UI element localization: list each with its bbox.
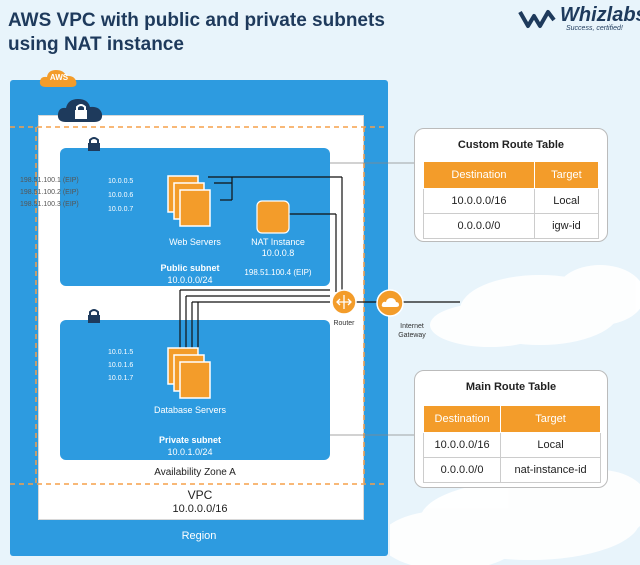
title-line-2: using NAT instance: [8, 34, 184, 55]
custom-rt-cell: 0.0.0.0/0: [423, 213, 535, 239]
eip-3: 198.51.100.3 (EIP): [20, 201, 79, 208]
logo-tagline: Success, certified!: [566, 25, 623, 32]
web-ip-2: 10.0.0.6: [108, 192, 134, 199]
public-subnet-lock-icon: [88, 137, 100, 151]
custom-rt-cell: Local: [533, 188, 600, 214]
web-ip-3: 10.0.0.7: [108, 206, 134, 213]
custom-rt-header-target: Target: [533, 161, 600, 189]
aws-badge-label: AWS: [49, 73, 69, 82]
main-rt-header-destination: Destination: [422, 405, 502, 433]
main-rt-cell: 0.0.0.0/0: [422, 457, 502, 483]
private-subnet-label: Private subnet: [158, 435, 222, 445]
table-row: 0.0.0.0/0 nat-instance-id: [422, 457, 601, 483]
main-route-table: Main Route Table Destination Target 10.0…: [414, 370, 608, 488]
custom-rt-cell: 10.0.0.0/16: [423, 188, 535, 214]
nat-instance-icon: [256, 200, 290, 234]
title-line-1: AWS VPC with public and private subnets: [8, 10, 385, 31]
aws-cloud-icon: [39, 70, 77, 87]
nat-instance-info: NAT Instance 10.0.0.8: [236, 237, 320, 259]
table-row: 0.0.0.0/0 igw-id: [423, 213, 600, 239]
db-ip-2: 10.0.1.6: [108, 362, 134, 369]
nat-instance-ip: 10.0.0.8: [261, 248, 295, 258]
internet-gateway-label: Internet Gateway: [398, 323, 426, 339]
router-label: Router: [333, 320, 355, 327]
whizlabs-logo-icon: [518, 10, 556, 28]
custom-rt-header-destination: Destination: [423, 161, 535, 189]
main-route-table-title: Main Route Table: [465, 381, 557, 393]
table-row: 10.0.0.0/16 Local: [423, 188, 600, 214]
db-ip-list: 10.0.1.5 10.0.1.6 10.0.1.7: [108, 346, 133, 385]
eip-1: 198.51.100.1 (EIP): [20, 177, 79, 184]
custom-route-table-grid: Destination Target 10.0.0.0/16 Local 0.0…: [423, 161, 600, 239]
availability-zone-label: Availability Zone A: [154, 467, 236, 478]
custom-route-table-title: Custom Route Table: [457, 139, 565, 151]
custom-route-table: Custom Route Table Destination Target 10…: [414, 128, 608, 242]
web-ip-1: 10.0.0.5: [108, 178, 134, 185]
vpc-cloud-lock-icon: [57, 99, 103, 122]
nat-instance-label: NAT Instance: [251, 237, 305, 247]
background-clouds: [390, 265, 640, 565]
vpc-label: VPC: [187, 488, 213, 502]
database-servers-icon: [167, 347, 211, 399]
table-row: 10.0.0.0/16 Local: [422, 432, 601, 458]
main-route-table-grid: Destination Target 10.0.0.0/16 Local 0.0…: [422, 405, 601, 483]
private-subnet-lock-icon: [88, 309, 100, 323]
web-ip-list: 10.0.0.5 10.0.0.6 10.0.0.7: [108, 175, 133, 217]
eip-list: 198.51.100.1 (EIP) 198.51.100.2 (EIP) 19…: [20, 175, 79, 211]
private-subnet-cidr: 10.0.1.0/24: [167, 447, 213, 457]
logo-word: Whizlabs: [560, 4, 640, 26]
database-servers-label: Database Servers: [153, 405, 227, 415]
web-servers-label: Web Servers: [169, 237, 221, 247]
region-label: Region: [181, 530, 217, 542]
diagram-title: AWS VPC with public and private subnets …: [8, 9, 385, 57]
internet-gateway-icon: [376, 289, 404, 317]
eip-2: 198.51.100.2 (EIP): [20, 189, 79, 196]
public-subnet-cidr: 10.0.0.0/24: [167, 275, 213, 285]
public-subnet-label: Public subnet: [160, 263, 220, 273]
main-rt-cell: Local: [500, 432, 601, 458]
main-rt-cell: 10.0.0.0/16: [422, 432, 502, 458]
nat-instance-eip: 198.51.100.4 (EIP): [244, 268, 312, 277]
custom-rt-cell: igw-id: [533, 213, 600, 239]
db-ip-1: 10.0.1.5: [108, 349, 134, 356]
db-ip-3: 10.0.1.7: [108, 375, 134, 382]
router-icon: [331, 289, 357, 315]
main-rt-header-target: Target: [500, 405, 601, 433]
main-rt-cell: nat-instance-id: [500, 457, 601, 483]
web-servers-icon: [167, 175, 211, 227]
vpc-cidr: 10.0.0.0/16: [172, 503, 228, 515]
